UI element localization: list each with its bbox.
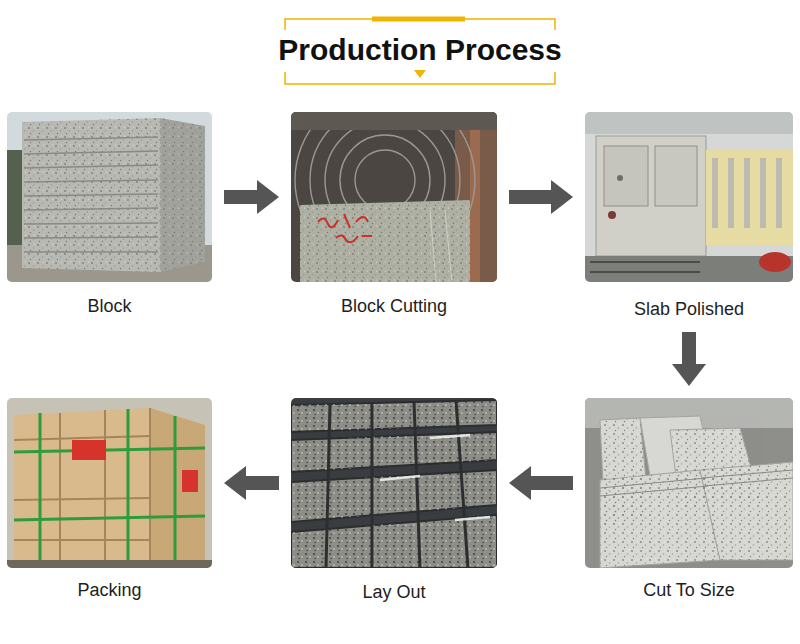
arrow-shaft	[224, 190, 258, 204]
layout-photo	[291, 398, 497, 568]
step-caption: Slab Polished	[585, 298, 793, 320]
polishing-photo	[585, 112, 793, 282]
cutting-photo	[291, 112, 497, 282]
process-step: Lay Out	[291, 398, 497, 603]
arrow-head	[224, 466, 246, 500]
arrow-head	[257, 180, 279, 214]
process-step: Packing	[7, 398, 212, 601]
step-caption: Lay Out	[291, 581, 497, 603]
photo-area	[7, 112, 212, 295]
step-caption: Block Cutting	[291, 295, 497, 317]
process-step: Cut To Size	[585, 398, 793, 601]
arrow-shaft	[245, 476, 279, 490]
cut-slabs-photo	[585, 398, 793, 568]
arrow-head	[509, 466, 531, 500]
photo-area	[291, 398, 497, 581]
process-step: Slab Polished	[585, 112, 793, 320]
diagram-title: Production Process	[278, 32, 561, 68]
block-photo	[7, 112, 212, 282]
flow-arrow	[509, 180, 573, 214]
flow-arrow	[224, 466, 279, 500]
photo-area	[7, 398, 212, 579]
arrow-shaft	[530, 476, 573, 490]
photo-area	[585, 398, 793, 579]
flow-arrow	[224, 180, 279, 214]
arrow-shaft	[682, 332, 696, 365]
flow-arrow	[509, 466, 573, 500]
arrow-head	[672, 364, 706, 386]
process-step: Block	[7, 112, 212, 317]
photo-area	[585, 112, 793, 298]
step-caption: Cut To Size	[585, 579, 793, 601]
arrow-head	[551, 180, 573, 214]
photo-area	[291, 112, 497, 295]
arrow-shaft	[509, 190, 552, 204]
packing-photo	[7, 398, 212, 568]
step-caption: Packing	[7, 579, 212, 601]
step-caption: Block	[7, 295, 212, 317]
process-step: Block Cutting	[291, 112, 497, 317]
flow-arrow	[672, 332, 706, 386]
